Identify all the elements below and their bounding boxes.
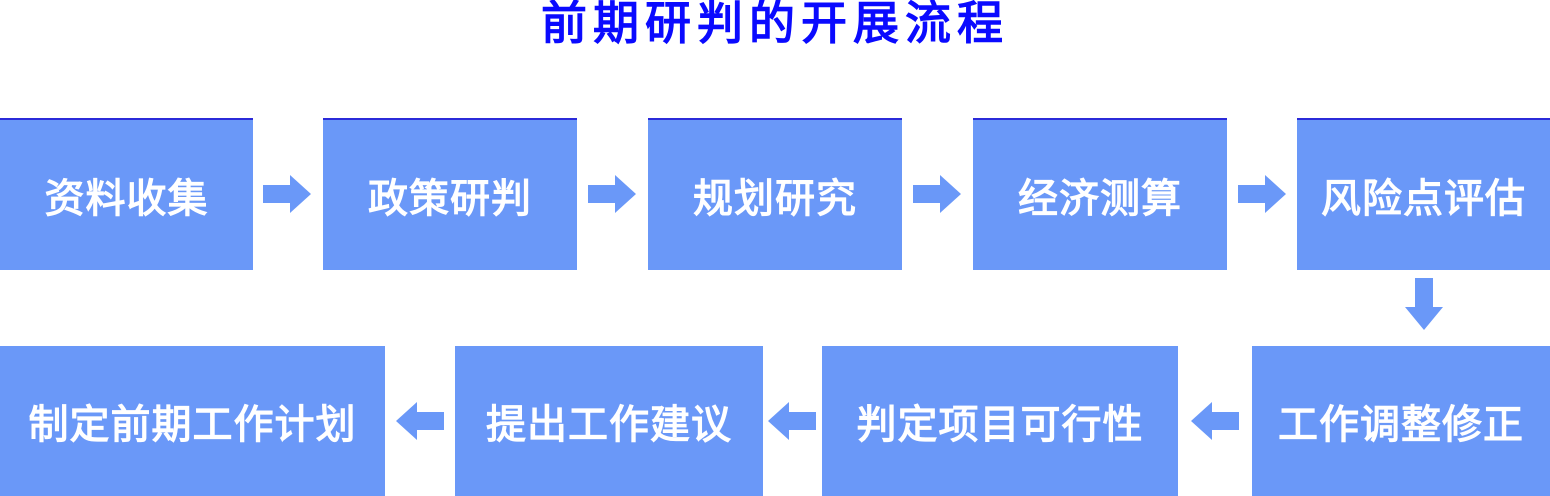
step-label: 制定前期工作计划 (28, 403, 357, 447)
step-label: 规划研究 (693, 177, 857, 221)
arrow-down-icon (1405, 278, 1443, 330)
step-feasibility-judgment: 判定项目可行性 (822, 346, 1178, 496)
step-label: 提出工作建议 (486, 403, 732, 447)
step-label: 经济测算 (1018, 177, 1182, 221)
step-work-adjustment: 工作调整修正 (1252, 346, 1550, 496)
step-data-collection: 资料收集 (0, 118, 253, 270)
step-label: 资料收集 (44, 177, 209, 221)
step-work-suggestion: 提出工作建议 (455, 346, 763, 496)
step-label: 判定项目可行性 (856, 403, 1144, 447)
step-risk-assessment: 风险点评估 (1297, 118, 1550, 270)
step-policy-research: 政策研判 (323, 118, 577, 270)
arrow-left-icon (768, 402, 816, 440)
arrow-left-icon (1191, 402, 1239, 440)
arrow-right-icon (263, 175, 311, 213)
step-label: 政策研判 (368, 177, 532, 221)
arrow-right-icon (588, 175, 636, 213)
diagram-title: 前期研判的开展流程 (541, 0, 1009, 49)
step-label: 工作调整修正 (1278, 403, 1524, 447)
arrow-right-icon (1238, 175, 1286, 213)
arrow-left-icon (396, 402, 444, 440)
step-planning-study: 规划研究 (648, 118, 902, 270)
step-economic-calculation: 经济测算 (973, 118, 1227, 270)
arrow-right-icon (913, 175, 961, 213)
step-work-plan: 制定前期工作计划 (0, 346, 385, 496)
step-label: 风险点评估 (1321, 177, 1526, 221)
